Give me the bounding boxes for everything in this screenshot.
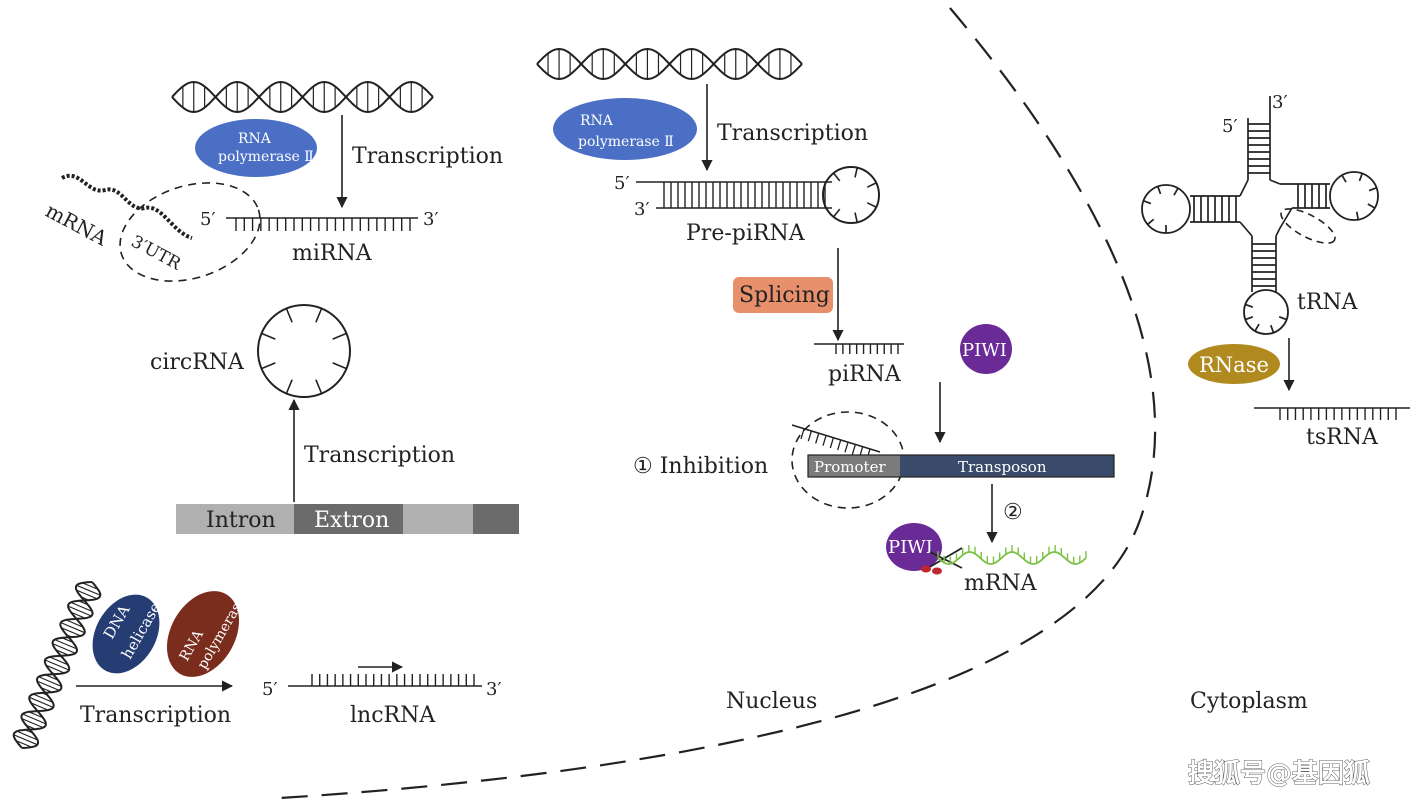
watermark: 搜狐号@基因狐 xyxy=(1188,759,1370,789)
rnase-label: RNase xyxy=(1199,353,1269,377)
mirna-three-prime: 3′ xyxy=(423,209,439,230)
circrna-spokes xyxy=(261,308,347,394)
prepirna-rungs xyxy=(663,182,826,208)
dna-helicase xyxy=(92,594,160,674)
tsrna-label: tsRNA xyxy=(1306,425,1379,450)
piwi-protein xyxy=(960,324,1012,374)
trna-five-prime: 5′ xyxy=(1222,116,1238,137)
circrna-label: circRNA xyxy=(150,350,245,375)
lncrna-label: lncRNA xyxy=(350,703,436,728)
promoter-label: Promoter xyxy=(814,458,886,476)
lncrna-transcription-label: Transcription xyxy=(80,703,231,728)
nuclear-membrane xyxy=(279,7,1157,800)
cleavage-site-circle xyxy=(1280,208,1336,244)
mirna-five-prime: 5′ xyxy=(200,209,216,230)
trna-label: tRNA xyxy=(1297,290,1359,315)
circrna-ring xyxy=(257,304,351,398)
transposon-region xyxy=(900,455,1114,477)
circrna-transcription-label: Transcription xyxy=(304,443,455,468)
utr-label: 3′UTR xyxy=(128,232,185,275)
promoter-transposon-outline xyxy=(807,454,1115,478)
extron-segment-2 xyxy=(473,504,519,534)
piwi-protein-2 xyxy=(886,523,942,571)
pirna-ticks xyxy=(835,344,899,354)
transposon-label: Transposon xyxy=(958,458,1047,476)
prepirna-three-prime: 3′ xyxy=(634,199,650,220)
pirna-label: piRNA xyxy=(828,362,902,387)
mirna-ticks xyxy=(235,218,411,231)
scissors-icon xyxy=(921,547,963,575)
trna-three-prime: 3′ xyxy=(1272,92,1288,113)
splicing-badge xyxy=(733,277,833,313)
rnase-enzyme xyxy=(1188,344,1280,384)
prepirna-loop-spokes xyxy=(832,167,877,223)
rna-pol2-pirna-l2: polymerase Ⅱ xyxy=(578,134,674,150)
mirna-label: miRNA xyxy=(292,241,373,266)
pirna-binding-strand xyxy=(791,424,881,453)
pirna-binding-ticks xyxy=(800,428,871,460)
nucleus-label: Nucleus xyxy=(726,689,817,714)
lncrna-ticks xyxy=(311,674,475,686)
dna-helix-pirna xyxy=(536,47,803,81)
rna-polymerase-lncrna xyxy=(166,591,240,677)
piwi-label: PIWI xyxy=(962,340,1007,361)
mirna-transcription-label: Transcription xyxy=(352,144,503,169)
mrna-target-strand xyxy=(61,173,193,240)
lncrna-five-prime: 5′ xyxy=(262,679,278,700)
extron-label: Extron xyxy=(314,508,389,533)
mrna-target-label: mRNA xyxy=(42,198,112,250)
prepirna-label: Pre-piRNA xyxy=(686,221,806,246)
target-mrna-ticks xyxy=(937,545,1087,564)
rna-pol2-mirna-l2: polymerase Ⅱ xyxy=(218,149,314,165)
splicing-label: Splicing xyxy=(739,283,830,308)
promoter-region xyxy=(808,455,900,477)
intron-label: Intron xyxy=(206,508,276,533)
rna-pol2-pirna xyxy=(553,98,697,160)
tsrna-ticks xyxy=(1279,408,1397,420)
binding-site-circle xyxy=(119,182,261,282)
dna-helix-lncrna xyxy=(12,581,102,749)
step2-label: ② xyxy=(1003,500,1023,525)
rna-pol2-pirna-l1: RNA xyxy=(580,113,614,129)
pirna-transcription-label: Transcription xyxy=(717,121,868,146)
target-mrna-strand xyxy=(937,551,1087,565)
intron-segment-2 xyxy=(403,504,473,534)
cytoplasm-label: Cytoplasm xyxy=(1190,689,1308,714)
prepirna-five-prime: 5′ xyxy=(614,173,630,194)
prepirna-loop xyxy=(822,166,880,224)
extron-segment xyxy=(294,504,403,534)
inhibition-label: ① Inhibition xyxy=(633,454,768,479)
rna-pol2-mirna xyxy=(195,119,317,177)
rna-pol2-mirna-l1: RNA xyxy=(238,131,272,147)
target-mrna-label: mRNA xyxy=(964,571,1038,596)
intron-segment xyxy=(176,504,294,534)
dna-helix-mirna xyxy=(171,80,434,114)
piwi2-label: PIWI xyxy=(888,537,933,558)
trna-cloverleaf xyxy=(1141,96,1379,335)
lncrna-three-prime: 3′ xyxy=(486,679,502,700)
